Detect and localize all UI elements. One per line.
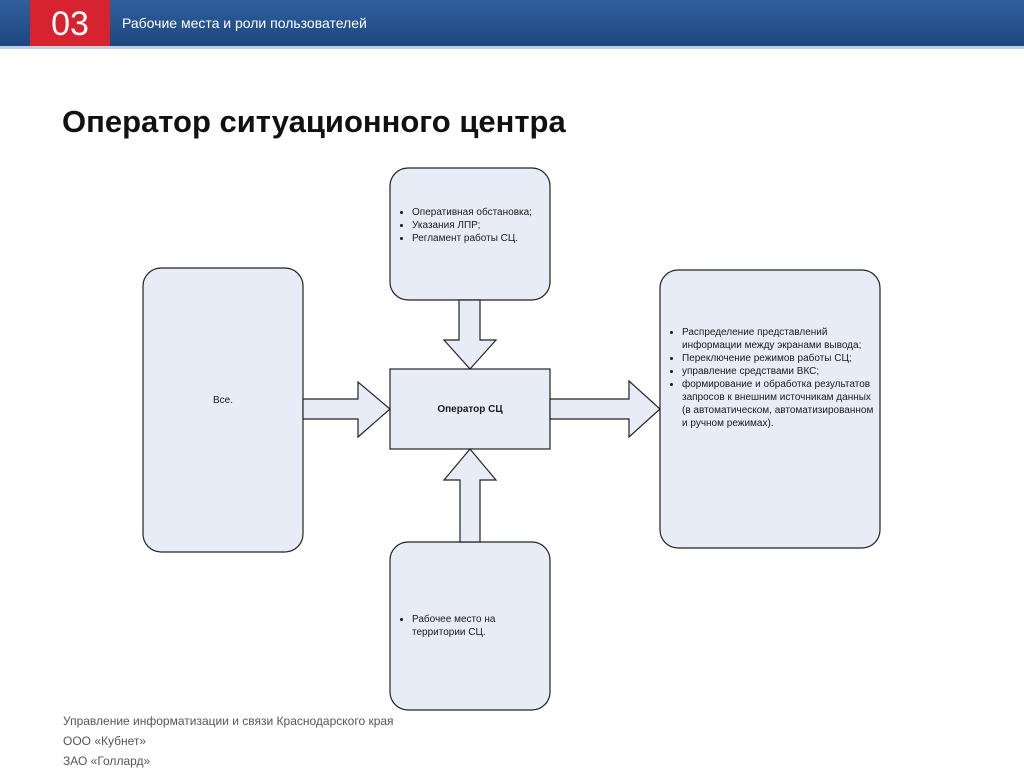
- bottom-box-text: Рабочее место на территории СЦ.: [390, 613, 548, 639]
- list-item: Указания ЛПР;: [412, 219, 548, 232]
- top-box-text: Оперативная обстановка; Указания ЛПР; Ре…: [390, 206, 548, 245]
- right-box-list: Распределение представлений информации м…: [660, 326, 874, 430]
- arrow-up: [442, 448, 498, 543]
- arrow-right-out: [549, 379, 661, 439]
- left-box-text: Все.: [212, 395, 233, 406]
- center-box-label: Оператор СЦ: [437, 403, 503, 415]
- left-box: [142, 267, 304, 553]
- section-number: 03: [30, 0, 110, 46]
- page-title: Оператор ситуационного центра: [62, 104, 566, 139]
- footer-line: ЗАО «Голлард»: [63, 754, 151, 768]
- top-box-list: Оперативная обстановка; Указания ЛПР; Ре…: [390, 206, 548, 245]
- footer-line: Управление информатизации и связи Красно…: [63, 714, 394, 728]
- section-title: Рабочие места и роли пользователей: [122, 15, 367, 31]
- list-item: формирование и обработка результатов зап…: [682, 378, 874, 430]
- bottom-box-list: Рабочее место на территории СЦ.: [390, 613, 548, 639]
- arrow-right-in: [302, 380, 391, 439]
- footer-line: ООО «Кубнет»: [63, 734, 147, 748]
- right-box-text: Распределение представлений информации м…: [660, 326, 874, 430]
- list-item: Оперативная обстановка;: [412, 206, 548, 219]
- header-bar: [0, 0, 1024, 46]
- header-divider: [0, 46, 1024, 49]
- list-item: управление средствами ВКС;: [682, 365, 874, 378]
- list-item: Распределение представлений информации м…: [682, 326, 874, 352]
- list-item: Регламент работы СЦ.: [412, 232, 548, 245]
- footer: Управление информатизации и связи Красно…: [63, 711, 394, 771]
- list-item: Рабочее место на территории СЦ.: [412, 613, 548, 639]
- arrow-down: [442, 299, 498, 370]
- list-item: Переключение режимов работы СЦ;: [682, 352, 874, 365]
